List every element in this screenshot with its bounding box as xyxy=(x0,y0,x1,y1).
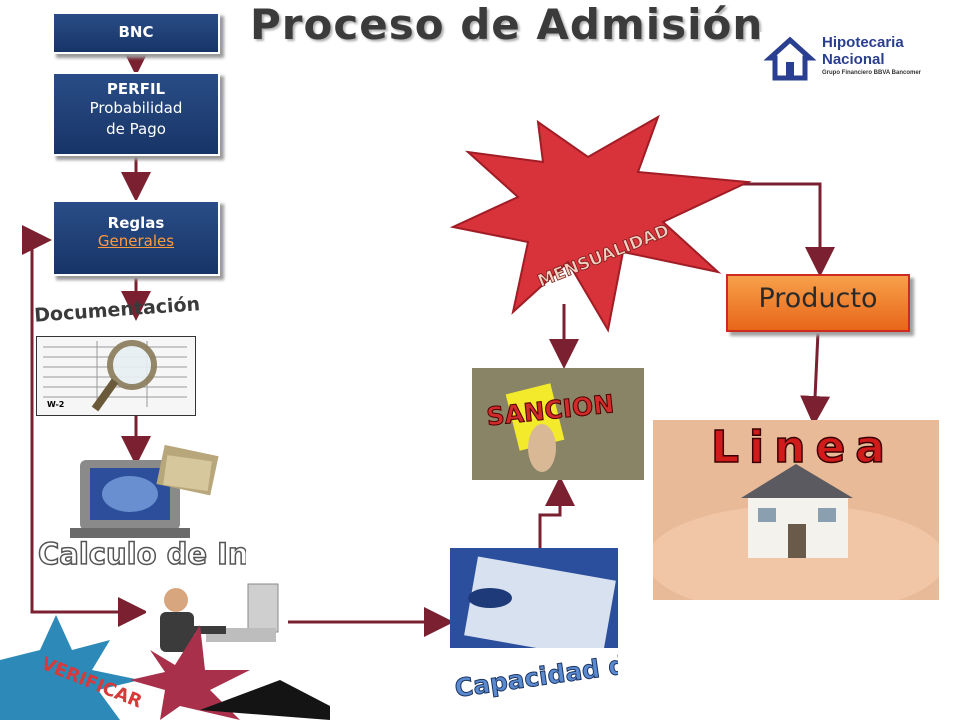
linea-text: Linea xyxy=(711,422,895,473)
producto-label: Producto xyxy=(758,283,878,314)
reglas-generales-link[interactable]: Generales xyxy=(97,232,175,250)
company-logo: Hipotecaria Nacional Grupo Financiero BB… xyxy=(760,32,930,84)
logo-line1: Hipotecaria xyxy=(822,34,904,51)
producto-box: Producto xyxy=(726,274,910,332)
reglas-title: Reglas xyxy=(107,214,165,232)
perfil-line2: Probabilidad xyxy=(89,99,183,117)
mensualidad-starburst: MENSUALIDAD xyxy=(448,112,758,338)
verificar-badge: VERIFICAR xyxy=(0,610,330,724)
w2-text: W-2 xyxy=(47,400,64,409)
documentacion-text: Documentación xyxy=(34,293,201,326)
documentacion-label: Documentación xyxy=(32,292,202,330)
perfil-line3: de Pago xyxy=(106,120,166,138)
yellow-card-image: SANCION xyxy=(472,368,644,480)
document-magnifier-image: W-2 xyxy=(36,336,196,416)
logo-line2: Nacional xyxy=(822,51,885,68)
reglas-box: Reglas Generales xyxy=(52,200,220,276)
page-title: Proceso de Admisión xyxy=(250,0,764,49)
perfil-box: PERFIL Probabilidad de Pago xyxy=(52,72,220,156)
house-in-hands-image: Linea xyxy=(653,420,939,600)
man-at-computer-image xyxy=(146,578,284,670)
calculo-text: Calculo de Ingreso xyxy=(38,537,246,571)
logo-line3: Grupo Financiero BBVA Bancomer xyxy=(822,70,922,76)
capacidad-pago-image: Capacidad de Pago xyxy=(450,548,618,698)
bnc-box: BNC xyxy=(52,12,220,54)
house-logo-icon xyxy=(760,32,930,84)
bnc-label: BNC xyxy=(118,23,154,41)
calculo-ingreso-label: Calculo de Ingreso xyxy=(36,530,341,580)
computer-money-image xyxy=(70,440,220,540)
perfil-title: PERFIL xyxy=(106,80,166,98)
